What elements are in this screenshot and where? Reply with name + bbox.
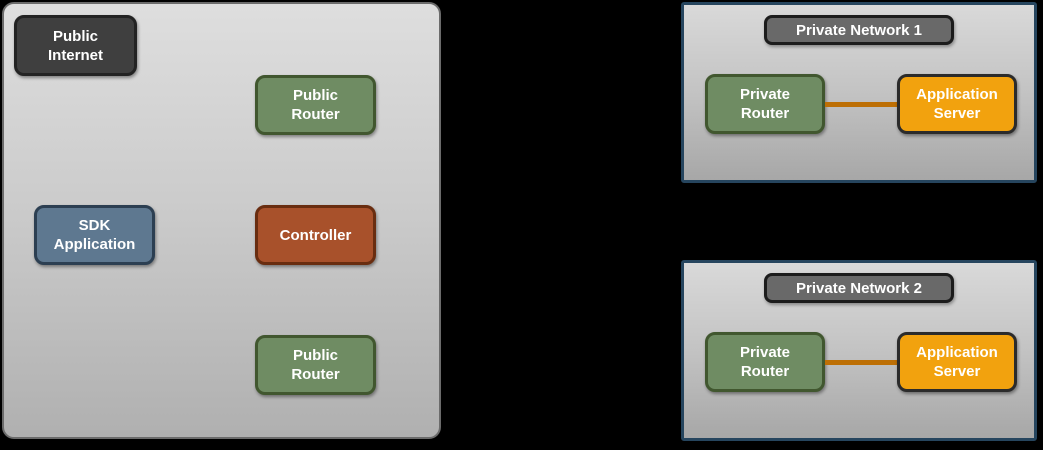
private-network-2-app-server-node: Application Server	[897, 332, 1017, 392]
public-zone: Public Internet Public Router SDK Applic…	[2, 2, 441, 439]
sdk-application-node: SDK Application	[34, 205, 155, 265]
public-router-top-node: Public Router	[255, 75, 376, 135]
private-network-1-app-server-node: Application Server	[897, 74, 1017, 134]
private-network-1-connector-line	[825, 102, 897, 107]
private-network-1-title: Private Network 1	[764, 15, 954, 45]
private-network-2-connector-line	[825, 360, 897, 365]
private-network-2-zone: Private Network 2 Private Router Applica…	[681, 260, 1037, 441]
private-network-2-title: Private Network 2	[764, 273, 954, 303]
public-internet-node: Public Internet	[14, 15, 137, 76]
private-network-2-router-node: Private Router	[705, 332, 825, 392]
private-network-1-zone: Private Network 1 Private Router Applica…	[681, 2, 1037, 183]
public-router-bottom-node: Public Router	[255, 335, 376, 395]
private-network-1-router-node: Private Router	[705, 74, 825, 134]
controller-node: Controller	[255, 205, 376, 265]
